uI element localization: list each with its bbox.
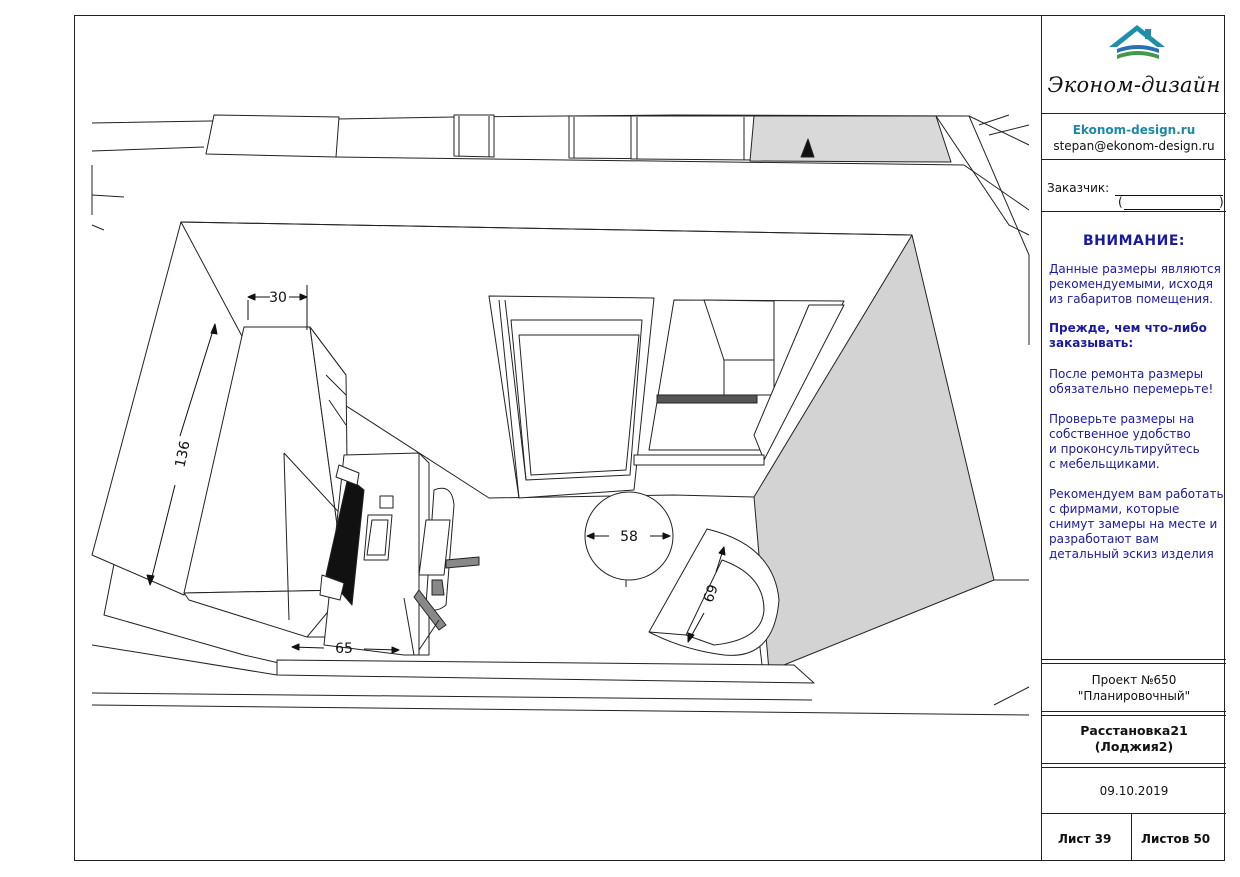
text-line: После ремонта размеры [1049, 367, 1204, 381]
text-line: заказывать: [1049, 336, 1134, 350]
text-line: собственное удобство [1049, 427, 1191, 441]
attention-paragraph-2: Прежде, чем что-либо заказывать: [1049, 321, 1227, 351]
text-line: из габаритов помещения. [1049, 292, 1214, 306]
separator [1042, 660, 1226, 664]
text-line: рекомендуемыми, исходя [1049, 277, 1214, 291]
computer-desk [319, 452, 430, 656]
attention-paragraph-4: Проверьте размеры на собственное удобств… [1049, 412, 1227, 472]
date-cell: 09.10.2019 [1042, 768, 1226, 814]
title-block: Эконом-дизайн Ekonom-design.ru stepan@ek… [1041, 15, 1227, 861]
sheet-total: Листов 50 [1141, 832, 1211, 846]
separator [1042, 764, 1226, 768]
round-table [584, 491, 674, 587]
text-line: детальный эскиз изделия [1049, 547, 1214, 561]
project-number: Проект №650 [1091, 673, 1177, 687]
text-line: разработают вам [1049, 532, 1159, 546]
layout-title-line-1: Расстановка21 [1080, 723, 1188, 738]
wardrobe-cabinet [183, 326, 350, 638]
dim-cabinet-length: 136 [172, 439, 193, 469]
dimension-lines [146, 285, 726, 654]
loggia-3d-view: 30 136 65 58 69 [74, 15, 1041, 861]
house-logo-icon [1109, 25, 1165, 59]
project-cell: Проект №650 "Планировочный" [1042, 664, 1226, 712]
issue-date: 09.10.2019 [1099, 784, 1169, 798]
customer-blank-line [1115, 195, 1223, 196]
layout-title-cell: Расстановка21 (Лоджия2) [1042, 716, 1226, 764]
contacts-cell [1042, 114, 1226, 160]
balcony-door [488, 295, 655, 499]
dim-table-diameter: 58 [620, 529, 638, 545]
dim-desk-width: 65 [335, 641, 353, 657]
text-line: снимут замеры на месте и [1049, 517, 1218, 531]
layout-title-line-2: (Лоджия2) [1094, 739, 1174, 754]
attention-paragraph-1: Данные размеры являются рекомендуемыми, … [1049, 262, 1227, 307]
attention-paragraph-3: После ремонта размеры обязательно переме… [1049, 367, 1227, 397]
text-line: Данные размеры являются [1049, 262, 1221, 276]
customer-phone-line [1124, 209, 1220, 210]
dim-cabinet-depth: 30 [269, 290, 287, 306]
attention-cell [1042, 212, 1226, 660]
sheet-number-cell: Лист 39 Листов 50 [1042, 814, 1226, 861]
project-name: "Планировочный" [1077, 689, 1191, 703]
attention-paragraph-5: Рекомендуем вам работать с фирмами, кото… [1049, 487, 1227, 562]
separator [1042, 712, 1226, 716]
customer-paren-close: ) [1219, 195, 1224, 209]
text-line: с мебельщиками. [1049, 457, 1160, 471]
email-link[interactable]: stepan@ekonom-design.ru [1053, 139, 1215, 153]
text-line: с фирмами, которые [1049, 502, 1180, 516]
brand-logo-text: Эконом-дизайн [1047, 73, 1221, 97]
logo-cell: Эконом-дизайн [1042, 15, 1226, 114]
office-chair [413, 487, 480, 651]
sheet-divider [1131, 814, 1132, 861]
customer-label: Заказчик: [1047, 181, 1110, 195]
window-unit [633, 299, 845, 466]
attention-title: ВНИМАНИЕ: [1083, 233, 1185, 249]
armchair [648, 528, 780, 656]
dim-chair-size: 69 [701, 583, 722, 605]
text-line: обязательно перемерьте! [1049, 382, 1214, 396]
text-line: Рекомендуем вам работать [1049, 487, 1224, 501]
background-facade [91, 114, 1030, 345]
sheet-current: Лист 39 [1058, 832, 1112, 846]
customer-cell [1042, 160, 1226, 212]
text-line: и проконсультируйтесь [1049, 442, 1200, 456]
text-line: Проверьте размеры на [1049, 412, 1195, 426]
customer-paren-open: ( [1118, 195, 1123, 209]
text-line: Прежде, чем что-либо [1049, 321, 1207, 335]
website-link[interactable]: Ekonom-design.ru [1072, 123, 1196, 137]
